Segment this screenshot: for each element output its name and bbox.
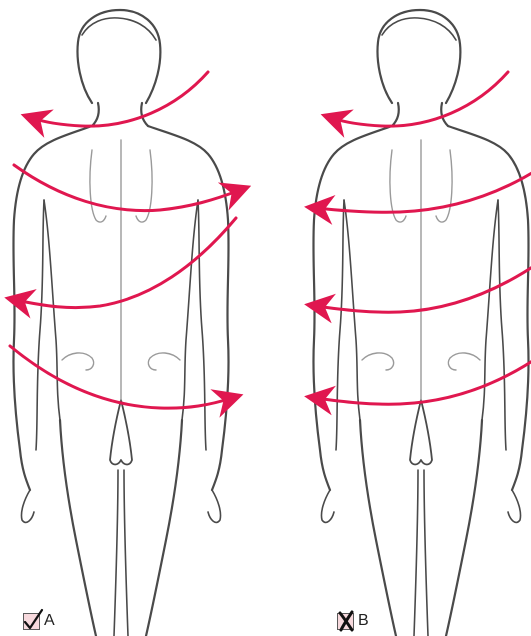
body-detail-lines bbox=[62, 140, 180, 400]
check-mark-icon bbox=[23, 613, 40, 630]
body-detail-lines bbox=[362, 140, 480, 400]
figure-a-label: A bbox=[44, 613, 55, 629]
caption-b: B bbox=[337, 609, 369, 633]
figure-a-body-back bbox=[0, 0, 265, 636]
x-mark-icon bbox=[337, 613, 354, 630]
caption-a: A bbox=[23, 609, 55, 633]
measurement-arrows bbox=[10, 72, 240, 408]
figure-b-body-back bbox=[300, 0, 531, 636]
figure-b-label: B bbox=[358, 613, 369, 629]
